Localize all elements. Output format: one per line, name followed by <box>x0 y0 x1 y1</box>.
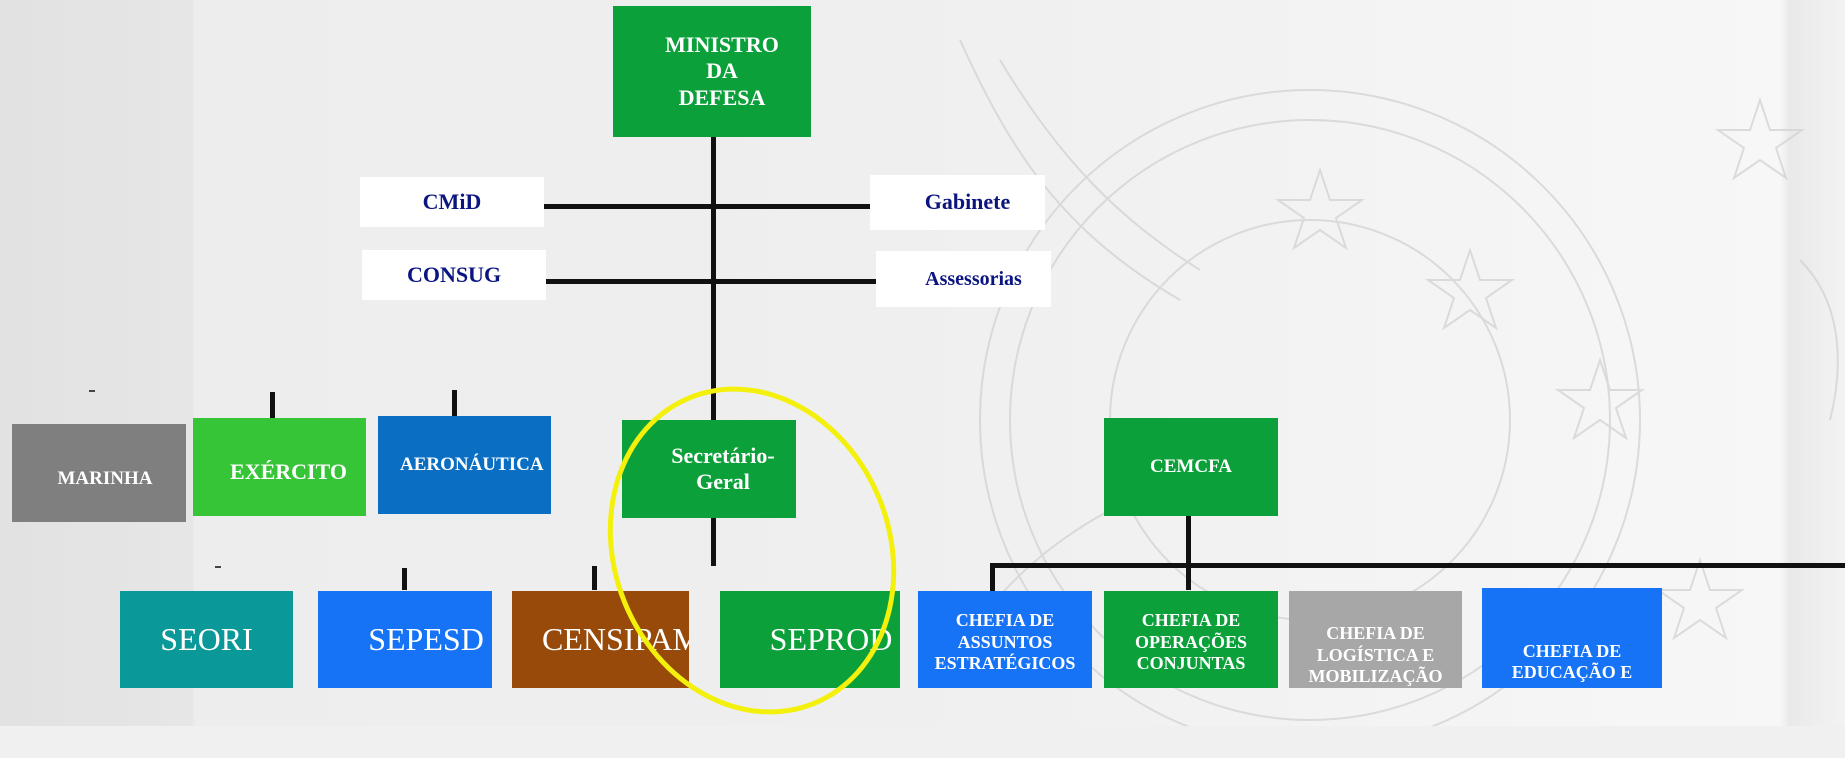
node-gabinete: Gabinete <box>870 175 1045 230</box>
node-seprod: SEPROD <box>720 591 900 688</box>
node-cmid: CMiD <box>360 177 544 227</box>
node-cemcfa: CEMCFA <box>1104 418 1278 516</box>
node-chefia-logistica-mobilizacao: CHEFIA DE LOGÍSTICA E MOBILIZAÇÃO <box>1289 591 1462 688</box>
node-sepesd: SEPESD <box>318 591 492 688</box>
connector-censipam-stub <box>592 566 597 590</box>
connector-chefia-assuntos <box>990 563 995 593</box>
node-chefia-operacoes-conjuntas: CHEFIA DE OPERAÇÕES CONJUNTAS <box>1104 591 1278 688</box>
connector-cmid-gabinete <box>543 204 873 209</box>
node-assessorias: Assessorias <box>876 251 1051 307</box>
node-marinha: MARINHA <box>12 424 186 522</box>
node-chefia-educacao-cultura: CHEFIA DE EDUCAÇÃO E CULTURA <box>1482 588 1662 688</box>
tick-mark <box>89 390 95 392</box>
connector-exercito-stub <box>270 392 275 418</box>
node-exercito: EXÉRCITO <box>193 418 366 516</box>
node-chefia-assuntos-estrategicos: CHEFIA DE ASSUNTOS ESTRATÉGICOS <box>918 591 1092 688</box>
node-ministro: MINISTRO DA DEFESA <box>613 6 811 137</box>
node-secretario-geral: Secretário- Geral <box>622 420 796 518</box>
connector-sepesd-stub <box>402 568 407 590</box>
connector-ministro-secretario <box>711 136 716 420</box>
node-consug: CONSUG <box>362 250 546 300</box>
connector-aeronautica-stub <box>452 390 457 416</box>
connector-secretario-seprod <box>711 516 716 566</box>
node-censipam: CENSIPAM <box>512 591 689 688</box>
connector-cemcfa-down <box>1186 516 1191 590</box>
node-aeronautica: AERONÁUTICA <box>378 416 551 514</box>
connector-consug-assessorias <box>545 279 878 284</box>
connector-chefias-horizontal <box>990 563 1845 568</box>
node-seori: SEORI <box>120 591 293 688</box>
tick-mark <box>215 566 221 568</box>
